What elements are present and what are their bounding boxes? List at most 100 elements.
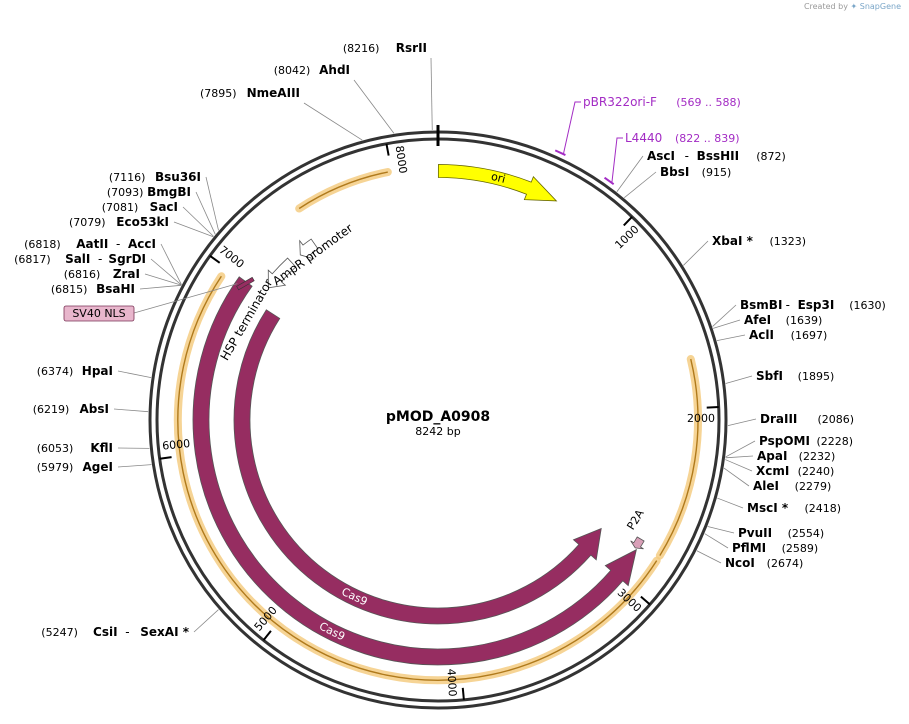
site-name: AbsI: [80, 402, 109, 416]
site-draiii: DraIII(2086): [760, 412, 854, 426]
primer-leader: [611, 137, 623, 183]
primer-range: (822 .. 839): [675, 132, 740, 145]
site-position: (6219): [33, 403, 70, 416]
site-leader: [716, 334, 746, 342]
site-name: BmgBI: [147, 185, 191, 199]
site-leader: [713, 319, 741, 329]
site-leader: [624, 171, 657, 199]
site-leader: [205, 176, 219, 231]
site-bbsi: BbsI (915): [660, 165, 731, 179]
tick-mark: [262, 630, 272, 641]
sv40-nls-label: SV40 NLS: [72, 307, 125, 320]
highlight-lane-core: [298, 171, 388, 210]
site-hpai: HpaI(6374): [37, 364, 113, 378]
tick-mark: [385, 143, 390, 156]
site-leader: [139, 284, 182, 290]
site-leader: [712, 304, 737, 327]
site-labels: RsrII(8216)AhdI(8042)NmeAIII(7895)Bsu36I…: [14, 41, 886, 639]
sv40-nls-box: [63, 305, 135, 322]
site-name: ZraI: [113, 267, 140, 281]
site-leader: [353, 79, 395, 134]
site-position: (7116): [109, 171, 146, 184]
site-leader: [117, 370, 152, 378]
site-leader: [173, 221, 214, 238]
feature-cas9-inner: [233, 309, 602, 625]
site-position: (8042): [274, 64, 311, 77]
site-alei: AleI(2279): [753, 479, 831, 493]
site-position: (915): [702, 166, 732, 179]
site-pflmi: PflMI (2589): [732, 541, 818, 555]
tick-label: 6000: [162, 437, 191, 453]
site-name: AatII: [76, 237, 108, 251]
site-name: BsmBI: [740, 298, 782, 312]
site-position: (2589): [782, 542, 819, 555]
feature-label: ori: [490, 170, 507, 186]
site-name: PflMI: [732, 541, 766, 555]
snapgene-credit: Created by ✦ SnapGene: [804, 2, 901, 11]
site-position: (6374): [37, 365, 74, 378]
site-position: (5979): [37, 461, 74, 474]
site-ahdi: AhdI (8042): [274, 63, 350, 77]
site-name: SbfI: [756, 369, 783, 383]
site-pvuii: PvuII(2554): [738, 526, 824, 540]
site-zrai: ZraI(6816): [64, 267, 140, 281]
primer-name: L4440: [625, 131, 662, 145]
site-separator: -: [125, 625, 129, 639]
site-rsrii: RsrII(8216): [343, 41, 427, 55]
site-separator: -: [685, 149, 689, 163]
feature-hsp-terminator: [267, 257, 297, 289]
tick-mark: [159, 456, 172, 460]
credit-brand: SnapGene: [859, 2, 901, 11]
backbone-ring: [148, 125, 728, 710]
site-bsu36i: Bsu36I(7116): [109, 170, 201, 184]
primer-range: (569 .. 588): [676, 96, 741, 109]
site-leader: [683, 240, 709, 266]
credit-prefix: Created by: [803, 2, 848, 11]
site-leader: [182, 206, 214, 237]
site-name: PvuII: [738, 526, 772, 540]
site-leader: [117, 464, 152, 468]
site-name: BbsI: [660, 165, 689, 179]
plasmid-name: pMOD_A0908: [386, 409, 490, 425]
highlight-lane: [655, 355, 702, 560]
site-name: NmeAIII: [247, 86, 300, 100]
primer-leader: [562, 101, 581, 155]
site-saci: SacI(7081): [102, 200, 178, 214]
site-agei: AgeI(5979): [37, 460, 113, 474]
highlight-lane: [295, 168, 392, 213]
site-name-2: BssHII: [697, 149, 739, 163]
site-position: (6817): [14, 253, 51, 266]
site-asci: AscI-BssHII(872): [647, 149, 786, 163]
site-leader: [303, 102, 363, 141]
site-ncoi: NcoI(2674): [725, 556, 803, 570]
feature-ampr-promoter: [299, 238, 319, 260]
site-leader: [704, 533, 729, 549]
site-separator: -: [116, 237, 120, 251]
feature-label: P2A: [624, 507, 646, 532]
site-xcmi: XcmI(2240): [756, 464, 834, 478]
site-name: PspOMI: [759, 434, 810, 448]
sv40-nls-marker: [236, 276, 255, 291]
tick-label: 7000: [216, 243, 246, 271]
site-position: (2240): [798, 465, 835, 478]
site-position: (1639): [786, 314, 823, 327]
site-name: SalI: [65, 252, 90, 266]
tick-mark: [461, 687, 465, 700]
site-name: KflI: [90, 441, 113, 455]
site-position: (6815): [51, 283, 88, 296]
site-name: AhdI: [319, 63, 350, 77]
feature-ori: [437, 164, 558, 202]
primer-marker: [603, 176, 615, 186]
site-name: XbaI *: [712, 234, 754, 248]
site-name: AclI: [749, 328, 774, 342]
plasmid-length: 8242 bp: [415, 425, 460, 438]
site-leader: [616, 155, 644, 192]
site-apai: ApaI(2232): [757, 449, 835, 463]
site-leader: [725, 455, 754, 459]
site-csii: SexAI *-CsiI(5247): [41, 625, 189, 639]
site-position: (7079): [69, 216, 106, 229]
site-kfli: KflI(6053): [37, 441, 113, 455]
site-position: (2232): [799, 450, 836, 463]
primer-marker: [554, 149, 566, 156]
